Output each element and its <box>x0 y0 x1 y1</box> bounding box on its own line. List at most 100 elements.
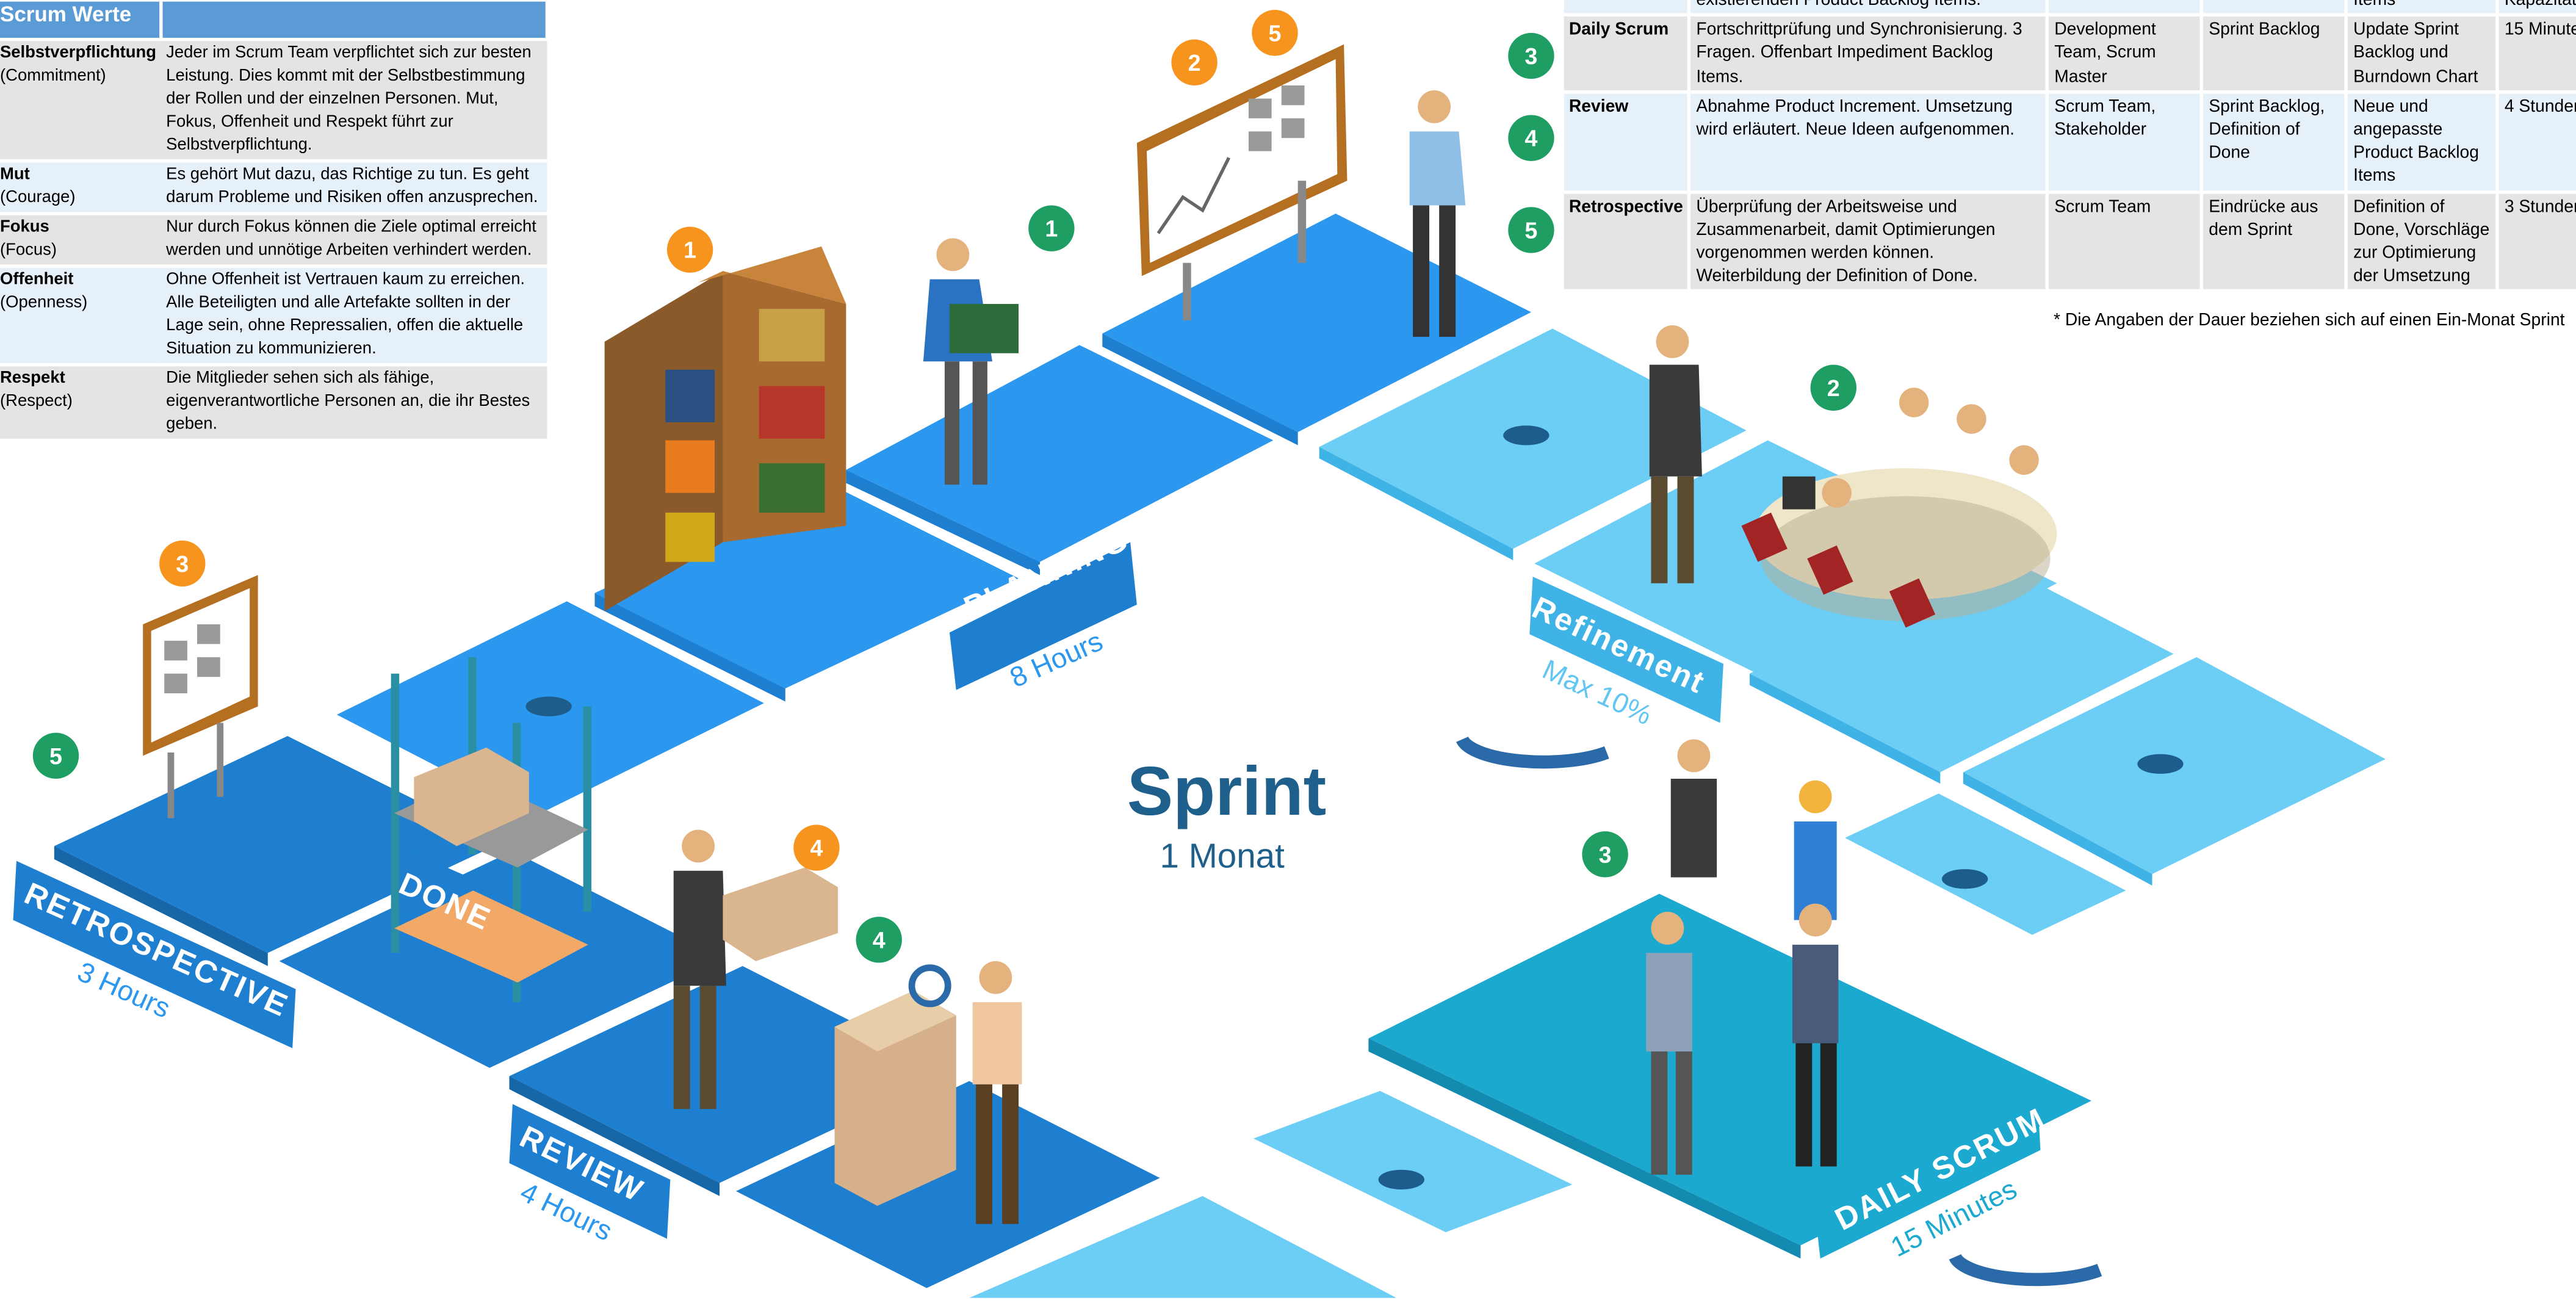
scrum-events-table: existierenden Product Backlog Items. Ite… <box>1564 0 2576 290</box>
table-row: existierenden Product Backlog Items. Ite… <box>1564 0 2576 15</box>
table-row: Fokus (Focus) Nur durch Fokus können die … <box>0 212 547 267</box>
event-duration: 15 Minuten <box>2498 13 2576 92</box>
bookshelf-icon <box>604 246 846 612</box>
value-description: Es gehört Mut dazu, das Richtige zu tun.… <box>161 159 547 214</box>
duration-footnote: * Die Angaben der Dauer beziehen sich au… <box>2054 310 2565 331</box>
arrow-icon <box>1941 869 1988 889</box>
value-name: Selbstverpflichtung <box>0 44 157 63</box>
tile-review-lower <box>736 1081 1160 1288</box>
banner-review-bg <box>509 1104 671 1239</box>
scrum-values-table: Scrum Werte Selbstverpflichtung (Commitme… <box>0 1 549 439</box>
event-participants: Scrum Team <box>2047 190 2204 290</box>
shelf-rack-icon <box>391 657 592 1003</box>
event-input: Eindrücke aus dem Sprint <box>2202 190 2349 290</box>
event-description: Fortschrittprüfung und Synchronisierung.… <box>1689 13 2050 92</box>
step-badge-green: 1 <box>1028 205 1075 251</box>
event-input: Sprint Backlog, Definition of Done <box>2202 90 2349 192</box>
value-english: (Commitment) <box>0 67 106 85</box>
tile-bottom <box>969 1196 1397 1298</box>
whiteboard-icon <box>1136 44 1348 320</box>
table-row: Review Abnahme Product Increment. Umsetz… <box>1564 90 2576 192</box>
step-badge-orange: 2 <box>1171 39 1218 85</box>
value-english: (Respect) <box>0 392 73 411</box>
arrow-icon <box>525 696 572 716</box>
event-output: Neue und angepasste Product Backlog Item… <box>2347 90 2500 192</box>
event-number-badge: 3 <box>1508 32 1554 79</box>
arrow-icon <box>1378 1169 1424 1190</box>
event-number-badge: 4 <box>1508 115 1554 161</box>
value-name: Respekt <box>0 369 65 388</box>
value-description: Jeder im Scrum Team verpflichtet sich zu… <box>161 37 547 161</box>
meeting-table-icon <box>1741 388 2057 628</box>
table-row: Respekt (Respect) Die Mitglieder sehen si… <box>0 363 547 439</box>
banner-planning-bg <box>949 542 1137 690</box>
tile-bottom-right <box>1253 1091 1573 1232</box>
arrow-icon <box>2137 754 2184 774</box>
box-icon <box>414 747 529 846</box>
person-icon <box>673 829 838 1110</box>
table-row: Daily Scrum Fortschrittprüfung und Synch… <box>1564 13 2576 92</box>
tile-planning <box>846 345 1274 562</box>
event-output: Definition of Done, Vorschläge zur Optim… <box>2347 190 2500 290</box>
event-name: Daily Scrum <box>1564 13 1692 92</box>
values-table-header-empty <box>161 1 549 40</box>
tile-planning-lower <box>594 483 1019 688</box>
event-duration: 4 Stunden <box>2498 90 2576 192</box>
event-description: existierenden Product Backlog Items. <box>1689 0 2050 15</box>
event-name: Review <box>1564 90 1692 192</box>
table-row: Retrospective Überprüfung der Arbeitswei… <box>1564 190 2576 290</box>
table-row: Selbstverpflichtung (Commitment) Jeder im… <box>0 37 547 161</box>
banners <box>13 542 2041 1259</box>
sprint-title: Sprint <box>1127 752 1327 830</box>
daily-scrum-group <box>1646 739 1839 1175</box>
tile-refinement-lower <box>1749 555 2174 773</box>
person-icon <box>1409 90 1466 337</box>
event-participants: Scrum Team, Stakeholder <box>2047 90 2204 192</box>
tile-review <box>509 966 953 1183</box>
step-badge-green: 2 <box>1810 364 1856 411</box>
event-number-badge: 5 <box>1508 207 1554 253</box>
event-duration: 3 Stunden <box>2498 190 2576 290</box>
arrow-icons <box>525 425 2184 1190</box>
value-name: Offenheit <box>0 271 74 289</box>
step-badge-orange: 5 <box>1252 10 1298 56</box>
value-description: Die Mitglieder sehen sich als fähige, ei… <box>161 363 547 439</box>
values-table-header: Scrum Werte <box>0 1 163 40</box>
box-icon <box>723 867 838 961</box>
step-badge-green: 4 <box>856 917 902 963</box>
table-row: Mut(Courage) Es gehört Mut dazu, das Ric… <box>0 159 547 214</box>
cycle-arrow-icon <box>1456 736 1609 769</box>
step-badge-orange: 3 <box>159 540 206 587</box>
value-name: Fokus <box>0 218 49 237</box>
value-english: (Focus) <box>0 241 57 260</box>
tile-retro <box>54 736 502 953</box>
value-name: Mut <box>0 165 30 184</box>
table-row: Offenheit (Openness) Ohne Offenheit ist V… <box>0 264 547 365</box>
tile-right-lower <box>1845 793 2126 935</box>
person-icon <box>1649 325 1702 583</box>
event-output: Items <box>2347 0 2500 15</box>
step-badge-orange: 1 <box>666 226 713 273</box>
value-english: (Openness) <box>0 294 88 312</box>
whiteboard-icon <box>143 575 258 818</box>
value-description: Ohne Offenheit ist Vertrauen kaum zu err… <box>161 264 547 365</box>
value-description: Nur durch Fokus können die Ziele optimal… <box>161 212 547 267</box>
step-badge-green: 3 <box>1582 831 1628 878</box>
event-duration: Kapazität <box>2498 0 2576 15</box>
banner-retro-bg <box>13 861 296 1049</box>
step-badge-orange: 4 <box>793 825 840 871</box>
banner-refinement-bg <box>1529 576 1723 723</box>
event-name: Retrospective <box>1564 190 1692 290</box>
sprint-subtitle: 1 Monat <box>1160 837 1285 876</box>
event-participants: Development Team, Scrum Master <box>2047 13 2204 92</box>
cycle-arrow-icon <box>1949 1254 2102 1287</box>
person-icon <box>923 238 1019 485</box>
banner-daily-bg <box>1813 1091 2041 1259</box>
magnifier-icon <box>908 964 951 1008</box>
inspector-group <box>834 961 1022 1224</box>
arrow-icon <box>1503 425 1550 446</box>
box-icon <box>834 991 956 1206</box>
event-description: Abnahme Product Increment. Umsetzung wir… <box>1689 90 2050 192</box>
